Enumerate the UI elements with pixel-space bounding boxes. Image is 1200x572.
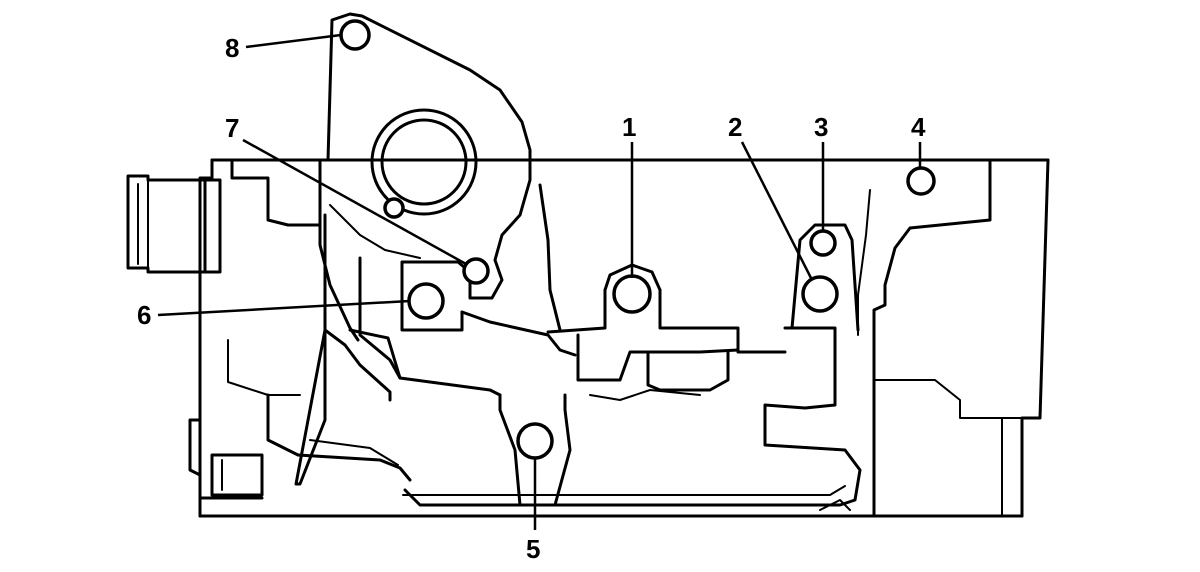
leader-8 bbox=[245, 33, 342, 49]
callout-labels: 1 2 3 4 5 6 7 8 bbox=[137, 33, 926, 564]
callout-2: 2 bbox=[728, 112, 742, 142]
head-outline bbox=[198, 158, 1050, 518]
coolant-outlet-pipe bbox=[126, 174, 222, 274]
cover-plate bbox=[318, 12, 532, 342]
callout-5: 5 bbox=[526, 534, 540, 564]
bolt-2 bbox=[801, 275, 839, 313]
bolt-4 bbox=[906, 166, 936, 196]
leader-2 bbox=[740, 141, 814, 281]
callout-1: 1 bbox=[622, 112, 636, 142]
callout-4: 4 bbox=[911, 112, 926, 142]
lower-body bbox=[294, 183, 862, 511]
bolt-5 bbox=[516, 422, 554, 460]
leader-6 bbox=[157, 299, 411, 317]
leader-lines bbox=[157, 33, 922, 530]
bolt-3 bbox=[809, 229, 837, 257]
bolt-7 bbox=[462, 257, 490, 285]
left-end-detail bbox=[188, 158, 322, 500]
callout-7: 7 bbox=[225, 113, 239, 143]
callout-3: 3 bbox=[814, 112, 828, 142]
callout-8: 8 bbox=[225, 33, 239, 63]
bolt-8 bbox=[339, 19, 371, 51]
bolt-6 bbox=[407, 282, 445, 320]
bolts bbox=[339, 19, 936, 460]
callout-6: 6 bbox=[137, 300, 151, 330]
bolt-1 bbox=[612, 274, 652, 314]
leader-7 bbox=[242, 138, 467, 266]
